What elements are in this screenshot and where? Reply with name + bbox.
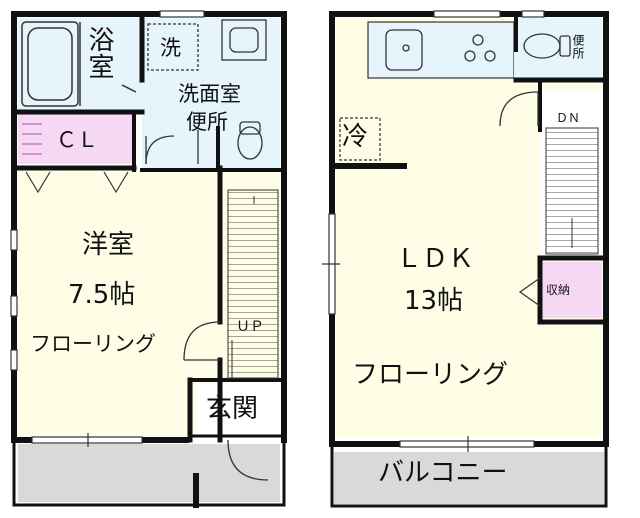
washer-label: 洗	[160, 36, 181, 60]
storage-floor	[540, 262, 602, 318]
bedroom-size: 7.5帖	[68, 280, 136, 310]
stairs-down-label: ＤＮ	[556, 111, 581, 125]
ldk-flooring: フローリング	[352, 360, 509, 390]
toilet2-floor	[514, 18, 602, 80]
bedroom-flooring: フローリング	[30, 332, 156, 356]
bedroom-floor	[18, 170, 218, 436]
fridge-label: 冷	[342, 122, 369, 152]
floor2-windows	[322, 10, 545, 452]
toilet2-label: 便所	[571, 34, 585, 60]
closet-floor	[18, 114, 132, 164]
entrance-floor	[196, 384, 280, 434]
closet-hangers	[22, 123, 42, 155]
storage-label: 収納	[546, 283, 571, 297]
washroom-fixtures	[145, 19, 267, 165]
ldk-size: 13帖	[404, 286, 464, 316]
washroom-label: 洗面室	[178, 82, 241, 106]
closet-doors	[25, 171, 129, 194]
kitchen-counter	[367, 21, 515, 79]
balcony-label: バルコニー	[378, 458, 508, 488]
toilet1-label: 便所	[186, 110, 228, 134]
fridge-box	[339, 117, 381, 161]
kitchen-fixtures	[385, 29, 496, 71]
floor1-windows	[10, 10, 205, 447]
washroom-floor	[142, 18, 280, 172]
toilet2-fixture	[499, 33, 571, 127]
stairs-up-label: ＵＰ	[236, 319, 264, 335]
front-door	[227, 439, 269, 481]
storage-door	[518, 277, 541, 307]
porch-floor	[18, 444, 280, 502]
stairs-up	[227, 189, 279, 379]
bath-label: 浴室	[84, 26, 114, 80]
bathtub	[21, 21, 137, 107]
closet-label: ＣＬ	[56, 128, 98, 152]
entrance-label: 玄関	[206, 394, 259, 424]
balcony-floor	[334, 452, 604, 504]
bedroom-door	[183, 321, 221, 361]
bedroom-name: 洋室	[82, 230, 135, 260]
ldk-name: ＬＤＫ	[396, 244, 475, 274]
